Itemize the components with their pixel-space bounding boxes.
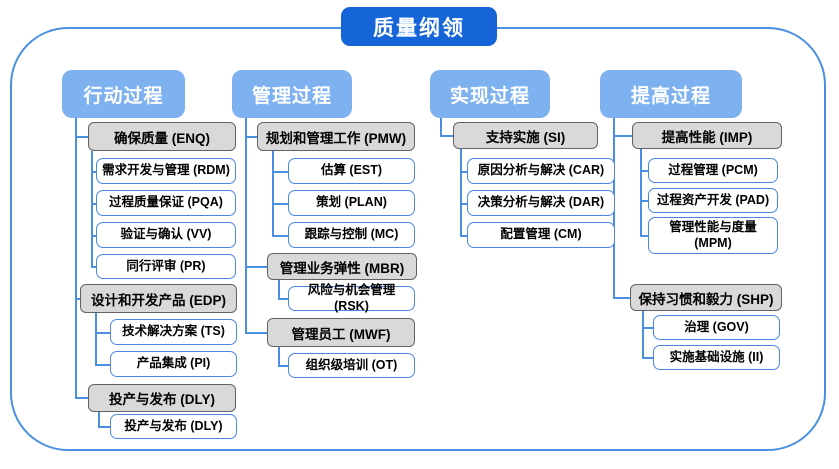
connector-line <box>95 313 97 364</box>
connector-line <box>278 298 288 300</box>
connector-line <box>98 412 100 426</box>
connector-line <box>75 397 88 399</box>
connector-line <box>640 149 642 236</box>
node-pqa: 过程质量保证 (PQA) <box>96 190 236 216</box>
connector-line <box>272 203 288 205</box>
connector-line <box>91 203 96 205</box>
group-imp: 提高性能 (IMP) <box>632 122 782 149</box>
group-mbr: 管理业务弹性 (MBR) <box>267 253 417 280</box>
connector-line <box>642 357 653 359</box>
node-mc: 跟踪与控制 (MC) <box>288 222 415 248</box>
connector-line <box>272 235 288 237</box>
node-pad: 过程资产开发 (PAD) <box>648 188 778 213</box>
connector-line <box>642 311 644 358</box>
connector-line <box>91 151 93 267</box>
diagram-title: 质量纲领 <box>341 7 497 46</box>
node-ii: 实施基础设施 (II) <box>653 345 780 370</box>
connector-line <box>272 151 274 235</box>
node-rdm: 需求开发与管理 (RDM) <box>96 158 236 184</box>
connector-line <box>640 200 648 202</box>
connector-line <box>460 235 467 237</box>
node-vv: 验证与确认 (VV) <box>96 222 236 248</box>
connector-line <box>460 149 462 235</box>
node-ot: 组织级培训 (OT) <box>288 353 415 378</box>
column-header-improvement-process: 提高过程 <box>600 70 742 118</box>
group-pmw: 规划和管理工作 (PMW) <box>257 122 415 151</box>
group-enq: 确保质量 (ENQ) <box>88 122 236 151</box>
connector-line <box>440 135 453 137</box>
node-dly-child: 投产与发布 (DLY) <box>110 414 237 439</box>
group-si: 支持实施 (SI) <box>453 122 598 149</box>
node-ts: 技术解决方案 (TS) <box>110 319 237 345</box>
node-pcm: 过程管理 (PCM) <box>648 158 778 183</box>
connector-line <box>95 332 110 334</box>
connector-line <box>91 266 96 268</box>
group-dly: 投产与发布 (DLY) <box>88 384 236 412</box>
node-est: 估算 (EST) <box>288 158 415 184</box>
connector-line <box>91 235 96 237</box>
column-header-action-process: 行动过程 <box>62 70 185 118</box>
connector-line <box>460 203 467 205</box>
connector-line <box>640 235 648 237</box>
connector-line <box>278 365 288 367</box>
node-gov: 治理 (GOV) <box>653 315 780 340</box>
connector-line <box>642 327 653 329</box>
connector-line <box>278 280 280 299</box>
connector-line <box>245 118 247 332</box>
column-header-implementation-process: 实现过程 <box>430 70 550 118</box>
node-dar: 决策分析与解决 (DAR) <box>467 190 615 216</box>
group-edp: 设计和开发产品 (EDP) <box>80 284 237 313</box>
connector-line <box>278 347 280 366</box>
node-rsk: 风险与机会管理 (RSK) <box>288 283 415 313</box>
connector-line <box>640 170 648 172</box>
connector-line <box>613 297 630 299</box>
node-plan: 策划 (PLAN) <box>288 190 415 216</box>
connector-line <box>460 171 467 173</box>
connector-line <box>95 364 110 366</box>
connector-line <box>245 136 257 138</box>
group-shp: 保持习惯和毅力 (SHP) <box>630 284 782 311</box>
connector-line <box>75 136 88 138</box>
node-cm: 配置管理 (CM) <box>467 222 615 248</box>
connector-line <box>75 118 77 398</box>
node-pi: 产品集成 (PI) <box>110 351 237 377</box>
connector-line <box>245 332 267 334</box>
connector-line <box>98 426 110 428</box>
group-mwf: 管理员工 (MWF) <box>267 318 415 347</box>
node-mpm: 管理性能与度量 (MPM) <box>648 217 778 254</box>
connector-line <box>91 171 96 173</box>
connector-line <box>440 118 442 136</box>
connector-line <box>272 171 288 173</box>
column-header-management-process: 管理过程 <box>232 70 352 118</box>
connector-line <box>613 135 632 137</box>
connector-line <box>245 266 267 268</box>
node-car: 原因分析与解决 (CAR) <box>467 158 615 184</box>
node-pr: 同行评审 (PR) <box>96 254 236 279</box>
